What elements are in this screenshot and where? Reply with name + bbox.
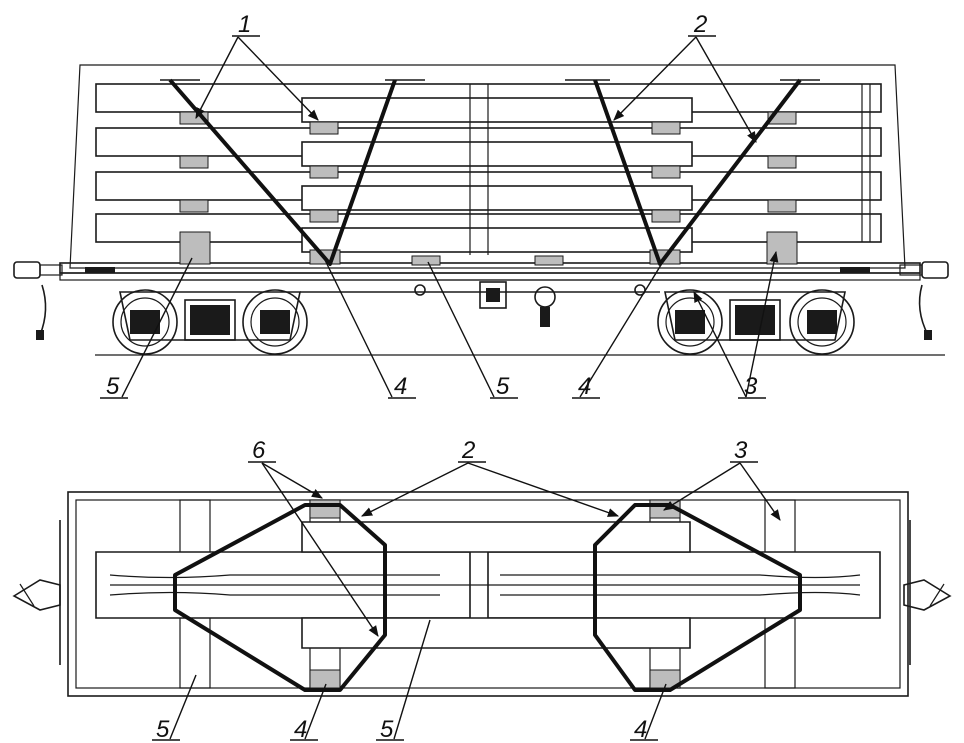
callout-4-right: 4 bbox=[578, 373, 591, 400]
callout-4-left: 4 bbox=[394, 373, 407, 400]
binding-straps-top bbox=[173, 503, 802, 692]
callout-6: 6 bbox=[252, 437, 266, 464]
callout-5-middle: 5 bbox=[496, 373, 510, 400]
callout-4-top-left: 4 bbox=[294, 716, 307, 743]
log-stack bbox=[95, 83, 882, 255]
callout-3-top: 3 bbox=[734, 437, 748, 464]
leaders-side bbox=[100, 35, 779, 399]
callout-5-top-left: 5 bbox=[156, 716, 170, 743]
bogie-right bbox=[657, 289, 855, 355]
callout-4-top-right: 4 bbox=[634, 716, 647, 743]
side-view: 1 2 5 4 5 4 3 bbox=[13, 11, 949, 400]
wagon-frame bbox=[59, 262, 921, 281]
callout-3: 3 bbox=[744, 373, 758, 400]
top-view: 6 2 3 5 4 5 4 bbox=[12, 437, 952, 743]
bottom-block-right bbox=[766, 231, 798, 265]
coupler-top-right bbox=[903, 520, 952, 665]
callout-2: 2 bbox=[693, 11, 707, 38]
brake-equipment bbox=[300, 281, 660, 327]
coupler-left bbox=[13, 261, 63, 340]
bottom-block-left bbox=[179, 231, 211, 265]
car-body-outline bbox=[67, 491, 909, 697]
bogie-left bbox=[112, 289, 308, 355]
log-stack-top bbox=[95, 521, 881, 649]
callout-5-top-middle: 5 bbox=[380, 716, 394, 743]
callout-1: 1 bbox=[238, 11, 251, 38]
leaders-top bbox=[152, 461, 781, 741]
coupler-right bbox=[899, 261, 949, 340]
spacer-blocks bbox=[179, 111, 798, 266]
callout-2-top: 2 bbox=[461, 437, 475, 464]
stanchion-frame bbox=[69, 64, 906, 269]
coupler-top-left bbox=[12, 520, 61, 665]
callout-5-left: 5 bbox=[106, 373, 120, 400]
